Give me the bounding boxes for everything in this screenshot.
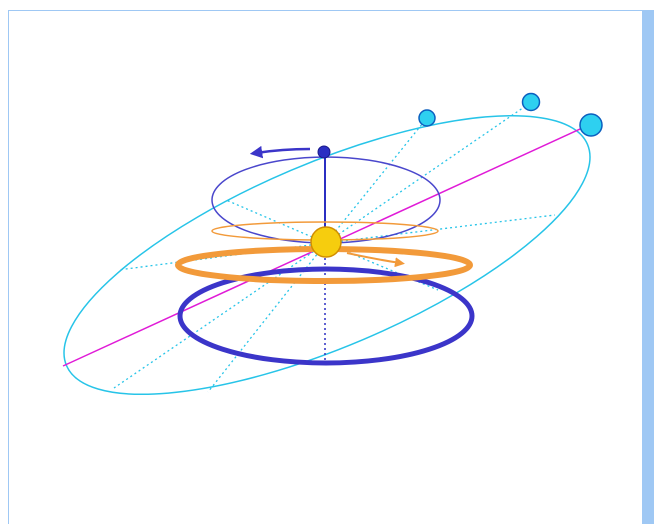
orbit-body-point-3 bbox=[579, 113, 603, 137]
top-axis-point bbox=[317, 145, 331, 159]
frame-right-border bbox=[642, 10, 654, 524]
orbit-body-point-1 bbox=[418, 109, 436, 127]
sun bbox=[310, 226, 342, 258]
frame-left-border bbox=[0, 10, 9, 524]
orbit-body-point-2 bbox=[521, 92, 541, 112]
blue-rotation-arrow bbox=[249, 145, 311, 159]
orange-direction-arrow bbox=[346, 252, 405, 268]
frame-top-border bbox=[0, 0, 654, 11]
orbit-ellipse bbox=[63, 114, 591, 396]
thick-blue-ring bbox=[177, 266, 475, 366]
